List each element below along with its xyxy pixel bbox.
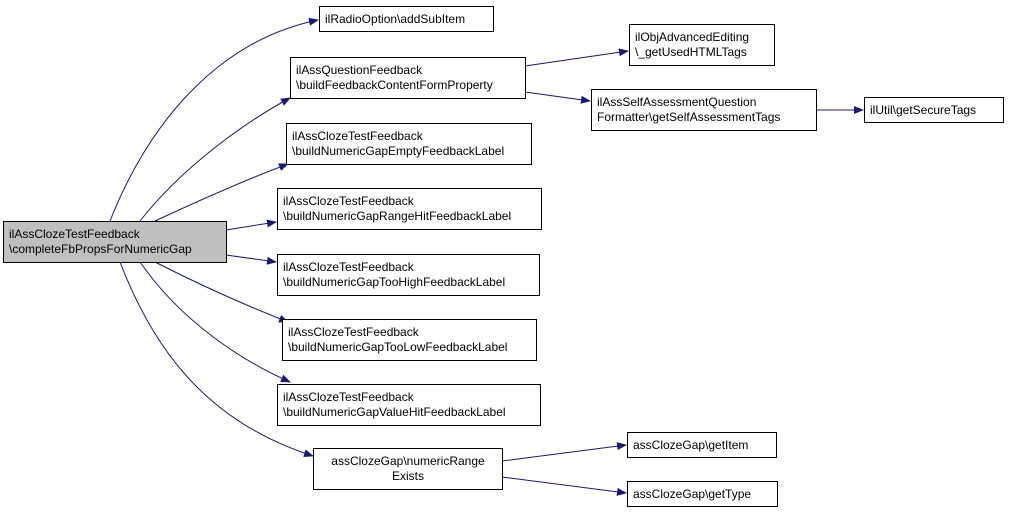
node-class-label: assClozeGap\numericRange <box>331 454 485 468</box>
edge-root-to-build-feedback-content <box>139 97 291 222</box>
node-numeric-range-exists[interactable]: assClozeGap\numericRange Exists <box>313 448 503 490</box>
node-method-label: \buildNumericGapRangeHitFeedbackLabel <box>283 209 512 223</box>
edge-numeric-range-to-get-item <box>501 442 627 462</box>
edge-build-feedback-to-html-tags <box>524 48 629 67</box>
node-class-label: ilAssClozeTestFeedback <box>283 260 414 274</box>
node-add-sub-item[interactable]: ilRadioOption\addSubItem <box>319 6 494 32</box>
node-method-label: \buildFeedbackContentFormProperty <box>296 78 493 92</box>
node-build-numeric-gap-too-low-feedback-label[interactable]: ilAssClozeTestFeedback \buildNumericGapT… <box>282 319 537 361</box>
node-label: ilUtil\getSecureTags <box>870 102 977 117</box>
edge-root-to-range-hit-label <box>225 219 277 231</box>
node-get-self-assessment-tags[interactable]: ilAssSelfAssessmentQuestion Formatter\ge… <box>591 89 817 131</box>
node-get-type[interactable]: assClozeGap\getType <box>627 481 778 507</box>
node-get-secure-tags[interactable]: ilUtil\getSecureTags <box>864 97 1004 123</box>
node-label: assClozeGap\getType <box>633 486 752 501</box>
node-method-label: \completeFbPropsForNumericGap <box>9 242 192 256</box>
node-complete-fb-props-for-numeric-gap[interactable]: ilAssClozeTestFeedback \completeFbPropsF… <box>3 221 227 263</box>
node-label: assClozeGap\getItem <box>633 437 749 452</box>
edge-root-to-value-hit-label <box>139 261 291 383</box>
edge-numeric-range-to-get-type <box>501 476 627 496</box>
node-build-numeric-gap-value-hit-feedback-label[interactable]: ilAssClozeTestFeedback \buildNumericGapV… <box>277 384 541 426</box>
edge-root-to-numeric-range-exists <box>119 261 314 458</box>
node-label: ilRadioOption\addSubItem <box>325 11 466 26</box>
node-class-label: ilAssQuestionFeedback <box>296 63 423 77</box>
node-method-label: \_getUsedHTMLTags <box>635 45 747 59</box>
edge-build-feedback-to-self-assessment <box>524 91 591 104</box>
edge-root-to-empty-label <box>154 163 289 222</box>
edge-root-to-too-high-label <box>225 254 277 265</box>
node-class-label: ilAssSelfAssessmentQuestion <box>597 95 757 109</box>
node-class-label: ilAssClozeTestFeedback <box>283 390 414 404</box>
node-class-label: ilAssClozeTestFeedback <box>288 325 419 339</box>
node-method-label: \buildNumericGapTooLowFeedbackLabel <box>288 340 508 354</box>
node-method-label: Formatter\getSelfAssessmentTags <box>597 110 781 124</box>
node-class-label: ilAssClozeTestFeedback <box>9 227 140 241</box>
node-method-label: \buildNumericGapEmptyFeedbackLabel <box>292 144 505 158</box>
node-class-label: ilAssClozeTestFeedback <box>292 129 423 143</box>
node-class-label: ilAssClozeTestFeedback <box>283 194 414 208</box>
node-build-numeric-gap-range-hit-feedback-label[interactable]: ilAssClozeTestFeedback \buildNumericGapR… <box>277 188 542 230</box>
node-get-used-html-tags[interactable]: ilObjAdvancedEditing \_getUsedHTMLTags <box>629 24 775 66</box>
node-method-label: Exists <box>391 469 424 483</box>
node-method-label: \buildNumericGapValueHitFeedbackLabel <box>283 405 506 419</box>
edge-root-to-add-sub-item <box>109 17 319 222</box>
node-build-numeric-gap-empty-feedback-label[interactable]: ilAssClozeTestFeedback \buildNumericGapE… <box>286 123 532 165</box>
node-get-item[interactable]: assClozeGap\getItem <box>627 432 777 458</box>
edge-root-to-too-low-label <box>154 261 289 323</box>
node-build-feedback-content-form-property[interactable]: ilAssQuestionFeedback \buildFeedbackCont… <box>290 57 526 99</box>
node-method-label: \buildNumericGapTooHighFeedbackLabel <box>283 275 506 289</box>
node-build-numeric-gap-too-high-feedback-label[interactable]: ilAssClozeTestFeedback \buildNumericGapT… <box>277 254 540 296</box>
node-class-label: ilObjAdvancedEditing <box>635 30 750 44</box>
